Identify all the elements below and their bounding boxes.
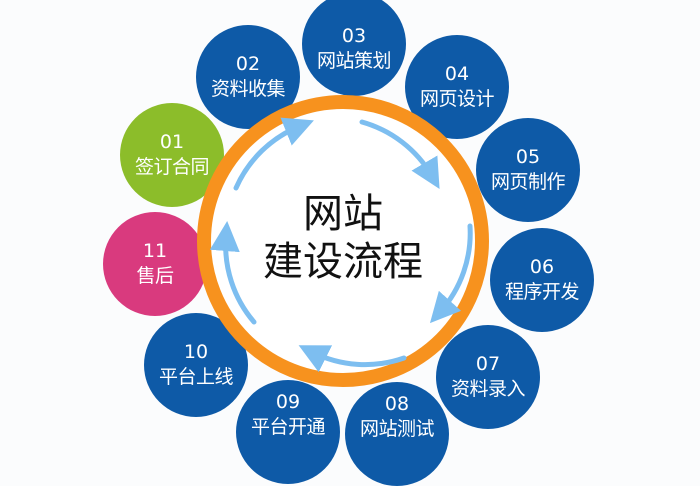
step-number: 07 — [475, 353, 501, 375]
step-07-node: 07 资料录入 — [436, 325, 540, 429]
step-number: 03 — [341, 25, 367, 47]
step-number: 04 — [444, 63, 470, 85]
title-line-1: 网站 — [303, 191, 383, 237]
step-11-node: 11 售后 — [103, 212, 207, 316]
step-label: 平台上线 — [158, 366, 234, 388]
diagram-title: 网站 建设流程 — [197, 190, 489, 286]
step-number: 09 — [275, 391, 301, 413]
step-label: 网站测试 — [359, 418, 435, 440]
step-number: 08 — [384, 393, 410, 415]
title-line-2: 建设流程 — [263, 239, 423, 285]
step-number: 11 — [142, 240, 168, 262]
step-label: 资料录入 — [450, 378, 526, 400]
step-number: 02 — [235, 53, 261, 75]
step-05-node: 05 网页制作 — [476, 118, 580, 222]
step-label: 签订合同 — [134, 156, 210, 178]
step-label: 售后 — [136, 265, 174, 287]
step-number: 01 — [159, 131, 185, 153]
step-02-node: 02 资料收集 — [196, 25, 300, 129]
step-06-node: 06 程序开发 — [490, 228, 594, 332]
step-03-node: 03 网站策划 — [302, 0, 406, 96]
step-number: 10 — [183, 341, 209, 363]
step-label: 网页制作 — [490, 171, 566, 193]
step-label: 网页设计 — [419, 88, 495, 110]
step-number: 06 — [529, 256, 555, 278]
process-diagram: 02 资料收集 03 网站策划 04 网页设计 05 网页制作 06 程序开发 … — [103, 0, 594, 486]
step-label: 程序开发 — [504, 281, 580, 303]
cycle-arrows-icon — [209, 117, 473, 373]
step-number: 05 — [515, 146, 541, 168]
step-label: 平台开通 — [250, 416, 326, 438]
step-label: 资料收集 — [210, 78, 286, 100]
step-label: 网站策划 — [316, 50, 392, 72]
